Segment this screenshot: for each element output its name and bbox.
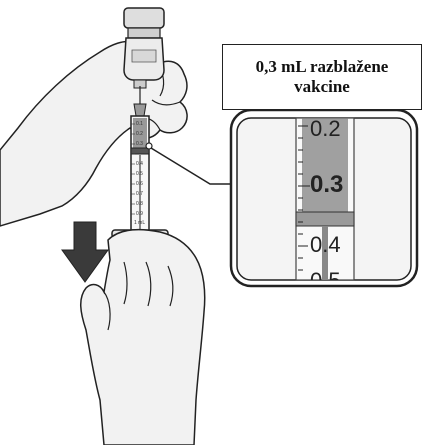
syringe-scale-label: 0.7 <box>136 192 143 197</box>
syringe-scale-label: 0.4 <box>136 162 143 167</box>
callout-line-1: 0,3 mL razblažene <box>256 57 389 77</box>
syringe-scale-label: 0.2 <box>136 132 143 137</box>
syringe-scale-label: 0.3 <box>136 142 143 147</box>
syringe-scale-label: 0.1 <box>136 122 143 127</box>
down-arrow-icon <box>62 222 108 282</box>
syringe-scale-label: 0.8 <box>136 202 143 207</box>
vial <box>124 8 164 88</box>
syringe-scale-label: 1 mL <box>134 221 145 226</box>
syringe-scale-label: 0.5 <box>136 172 143 177</box>
zoom-tick-label: 0.4 <box>310 234 341 256</box>
callout-line-2: vakcine <box>294 77 350 97</box>
syringe-scale-label: 0.9 <box>136 212 143 217</box>
syringe-scale-label: 0.6 <box>136 182 143 187</box>
zoom-tick-label: 0.2 <box>310 118 341 140</box>
callout-label: 0,3 mL razblažene vakcine <box>222 44 422 110</box>
zoom-tick-label-target: 0.3 <box>310 174 343 196</box>
